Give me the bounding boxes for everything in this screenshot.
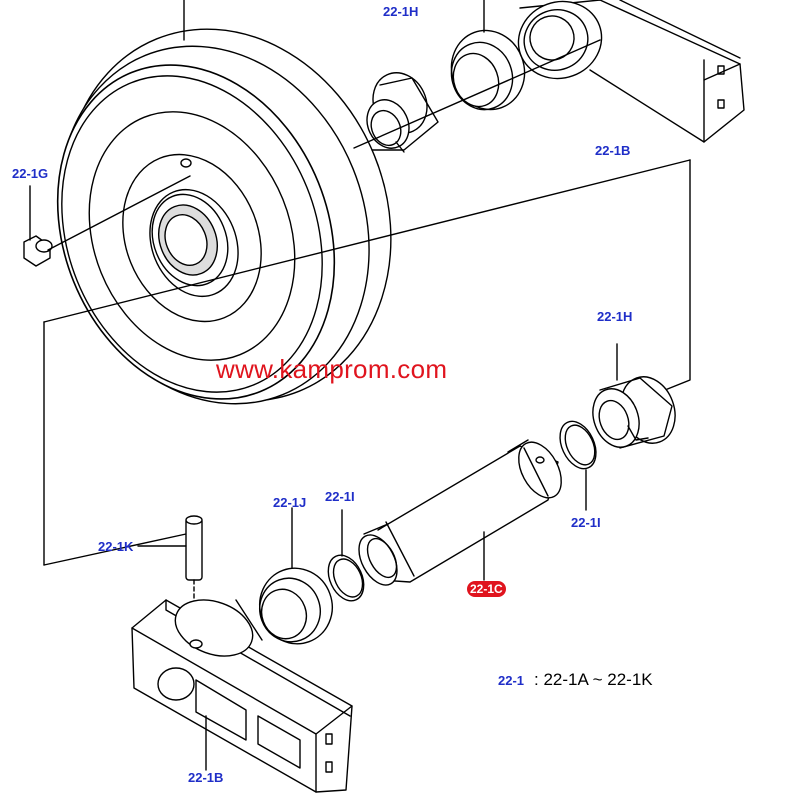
- seal-top: [440, 0, 535, 120]
- seal-left: [249, 508, 343, 654]
- o-ring-left: [321, 510, 370, 607]
- bushing-top: [359, 64, 438, 155]
- label-22-1B-bottom[interactable]: 22-1B: [188, 770, 224, 785]
- frame-line-right: [660, 160, 690, 392]
- label-22-1I-right[interactable]: 22-1I: [571, 515, 601, 530]
- plug: [24, 176, 190, 266]
- o-ring-right: [553, 416, 603, 510]
- label-22-1G[interactable]: 22-1G: [12, 166, 49, 181]
- legend-range: : 22-1A ~ 22-1K: [534, 670, 653, 689]
- axis-line-top: [354, 40, 600, 148]
- label-22-1H-right[interactable]: 22-1H: [597, 309, 633, 324]
- legend-assembly-code[interactable]: 22-1: [498, 673, 525, 688]
- idler-wheel: [6, 0, 445, 451]
- label-22-1J[interactable]: 22-1J: [273, 495, 307, 510]
- label-22-1K[interactable]: 22-1K: [98, 539, 134, 554]
- label-22-1C-selected[interactable]: 22-1C: [467, 581, 506, 597]
- label-22-1I-left[interactable]: 22-1I: [325, 489, 355, 504]
- watermark-text: www.kamprom.com: [216, 354, 448, 384]
- frame-line-lower-left: [44, 534, 186, 565]
- collar-bottom: [132, 590, 352, 792]
- assembly-legend: 22-1 : 22-1A ~ 22-1K: [498, 670, 653, 690]
- pin: [138, 516, 202, 640]
- bushing-right: [585, 344, 684, 454]
- frame-line-upper: [44, 160, 690, 322]
- label-22-1H-top[interactable]: 22-1H: [383, 4, 419, 19]
- collar-top: [508, 0, 744, 142]
- shaft: [351, 435, 570, 591]
- label-22-1B-top[interactable]: 22-1B: [595, 143, 631, 158]
